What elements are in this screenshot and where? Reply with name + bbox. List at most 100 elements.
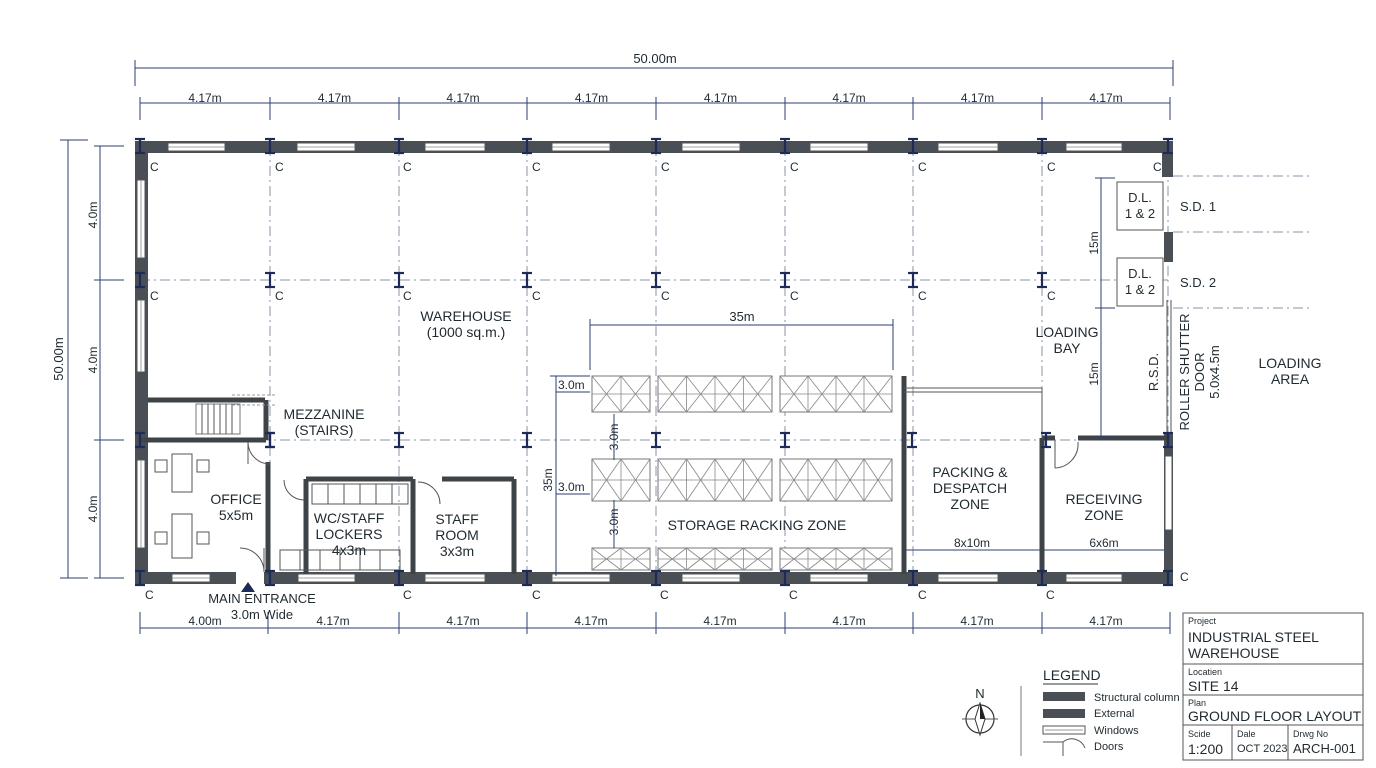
- location-value: SITE 14: [1188, 678, 1239, 694]
- sd2-label: S.D. 2: [1180, 275, 1216, 290]
- room-labels: WAREHOUSE (1000 sq.m.) MEZZANINE (STAIRS…: [208, 190, 1321, 622]
- project-label: Project: [1188, 616, 1217, 626]
- mezzanine-stairs: [195, 394, 275, 435]
- bottom-bay-dim: 4.17m: [832, 614, 865, 628]
- scale-value: 1:200: [1188, 741, 1223, 757]
- packing-size: 8x10m: [954, 536, 990, 550]
- legend: LEGEND Structural column External Window…: [1020, 667, 1180, 756]
- column-mark: C: [660, 588, 669, 602]
- plan-label: Plan: [1188, 698, 1206, 708]
- column-mark: C: [1047, 289, 1056, 303]
- top-bay-dim: 4.17m: [446, 91, 479, 105]
- column-mark: C: [1180, 570, 1189, 584]
- staff-label-2: ROOM: [435, 527, 479, 543]
- rsd-label: R.S.D.: [1146, 353, 1161, 391]
- warehouse-label: WAREHOUSE: [420, 308, 511, 324]
- scale-label: Scide: [1188, 729, 1211, 739]
- wc-fixtures: [279, 483, 409, 571]
- column-mark: C: [532, 588, 541, 602]
- receiving-size: 6x6m: [1089, 536, 1118, 550]
- roller-shutter-size: 5.0x4.5m: [1207, 345, 1222, 398]
- loading-bay-details: 15m 15m: [1087, 175, 1310, 437]
- column-mark: C: [145, 588, 154, 602]
- column-mark: C: [275, 289, 284, 303]
- rack-gap-2-label: 3.0m: [558, 480, 585, 494]
- legend-structural-column: Structural column: [1094, 692, 1180, 704]
- mezzanine-label: MEZZANINE: [284, 406, 365, 422]
- left-bay-1: 4.0m: [86, 202, 100, 229]
- loading-area-label: LOADING: [1258, 355, 1321, 371]
- project-value-2: WAREHOUSE: [1188, 645, 1279, 661]
- bottom-bay-dim: 4.17m: [574, 614, 607, 628]
- mezzanine-sub: (STAIRS): [295, 422, 354, 438]
- sd1-label: S.D. 1: [1180, 199, 1216, 214]
- rack-gap-1-label: 3.0m: [558, 378, 585, 392]
- column-mark: C: [918, 588, 927, 602]
- bottom-bay-dim: 4.17m: [316, 614, 349, 628]
- north-arrow-icon: N: [962, 686, 998, 737]
- structural-columns: [135, 137, 1173, 587]
- loading-lower-label: 15m: [1087, 362, 1101, 385]
- bottom-bay-dim: 4.17m: [1089, 614, 1122, 628]
- receiving-label: RECEIVING: [1065, 491, 1142, 507]
- bottom-bay-dim: 4.17m: [703, 614, 736, 628]
- bottom-bay-dim: 4.17m: [960, 614, 993, 628]
- office-size: 5x5m: [219, 507, 253, 523]
- window: [1164, 455, 1173, 531]
- loading-area-label-2: AREA: [1271, 371, 1310, 387]
- column-mark: C: [1153, 160, 1162, 174]
- column-mark: C: [790, 289, 799, 303]
- left-bay-dimensions: 4.0m 4.0m 4.0m: [86, 145, 124, 579]
- interior-walls: [140, 376, 1168, 574]
- column-mark: C: [790, 160, 799, 174]
- packing-label-2: DESPATCH: [933, 480, 1007, 496]
- column-mark: C: [1046, 588, 1055, 602]
- packing-label-3: ZONE: [951, 496, 990, 512]
- left-bay-3: 4.0m: [86, 496, 100, 523]
- roller-shutter-label: ROLLER SHUTTER: [1177, 313, 1192, 430]
- external-walls: [135, 141, 1173, 584]
- top-bay-dim: 4.17m: [318, 91, 351, 105]
- column-mark: C: [403, 160, 412, 174]
- staff-label: STAFF: [435, 511, 478, 527]
- column-mark: C: [532, 289, 541, 303]
- legend-external: External: [1094, 708, 1134, 720]
- column-mark: C: [661, 160, 670, 174]
- title-block: Project INDUSTRIAL STEEL WAREHOUSE Locat…: [1182, 612, 1364, 761]
- bottom-bay-dim: 4.17m: [446, 614, 479, 628]
- dock-2-label: D.L.: [1128, 266, 1152, 281]
- storage-racks: [591, 375, 893, 571]
- column-mark: C: [532, 160, 541, 174]
- location-label: Locatien: [1188, 667, 1222, 677]
- top-overall-dimension: 50.00m: [134, 51, 1174, 86]
- structural-grid-lines: [139, 145, 1169, 579]
- date-value: OCT 2023: [1237, 743, 1288, 755]
- top-bay-dim: 4.17m: [188, 91, 221, 105]
- overall-height-label: 50.00m: [51, 337, 66, 380]
- roller-shutter-label-2: DOOR: [1192, 353, 1207, 392]
- left-bay-2: 4.0m: [86, 347, 100, 374]
- loading-upper-label: 15m: [1087, 231, 1101, 254]
- date-label: Dale: [1237, 729, 1256, 739]
- left-overall-dimension: 50.00m: [51, 139, 88, 579]
- dock-2-label-2: 1 & 2: [1125, 282, 1155, 297]
- top-bay-dim: 4.17m: [575, 91, 608, 105]
- dock-1-label-2: 1 & 2: [1125, 206, 1155, 221]
- wc-label: WC/STAFF: [314, 510, 385, 526]
- column-mark: C: [150, 289, 159, 303]
- main-entrance-label: MAIN ENTRANCE: [208, 591, 316, 606]
- staff-size: 3x3m: [440, 543, 474, 559]
- wc-size: 4x3m: [332, 542, 366, 558]
- racking-width-label: 35m: [729, 309, 754, 324]
- legend-structural-column-swatch: [1043, 692, 1085, 701]
- legend-title: LEGEND: [1043, 667, 1101, 683]
- doors: [239, 440, 1079, 573]
- legend-external-swatch: [1043, 709, 1085, 718]
- top-bay-dim: 4.17m: [704, 91, 737, 105]
- office-furniture: [154, 453, 210, 559]
- top-bay-dim: 4.17m: [1089, 91, 1122, 105]
- drawing-label: Drwg No: [1293, 729, 1328, 739]
